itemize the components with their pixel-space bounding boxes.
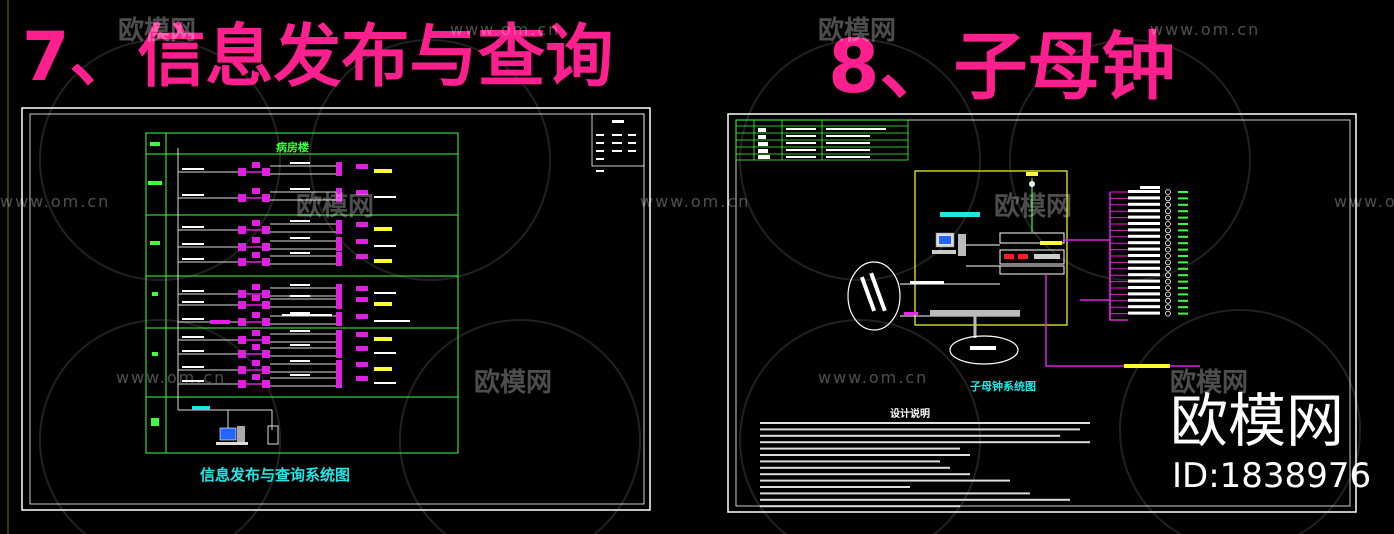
building-label: 病房楼	[276, 141, 309, 154]
right-diagram-caption: 子母钟系统图	[970, 380, 1036, 393]
section-title-info-publishing: 7、信息发布与查询	[22, 18, 614, 97]
watermark-url: www.om.cn	[1334, 192, 1394, 211]
watermark-text: 欧模网	[296, 192, 375, 222]
section-title-master-slave-clock: 8、子母钟	[828, 24, 1176, 110]
brand-logo-text: 欧模网	[1170, 387, 1345, 455]
watermark-url: www.om.cn	[0, 192, 111, 211]
watermark-url: www.om.cn	[640, 192, 751, 211]
left-drawing-frame	[21, 107, 651, 511]
watermark-url: www.om.cn	[1150, 20, 1261, 39]
watermark-url: www.om.cn	[818, 368, 929, 387]
right-drawing-frame	[727, 113, 1357, 513]
watermark-url: www.om.cn	[116, 368, 227, 387]
watermark-text: 欧模网	[474, 368, 553, 398]
watermark-text: 欧模网	[818, 16, 897, 46]
left-diagram-caption: 信息发布与查询系统图	[200, 466, 351, 484]
model-id: ID:1838976	[1172, 456, 1372, 496]
design-notes-title: 设计说明	[890, 409, 930, 420]
watermark-url: www.om.cn	[450, 20, 561, 39]
watermark-text: 欧模网	[994, 192, 1073, 222]
watermark-text: 欧模网	[118, 16, 197, 46]
watermark-circles	[39, 39, 1361, 534]
watermark-text: 欧模网	[1170, 368, 1249, 398]
